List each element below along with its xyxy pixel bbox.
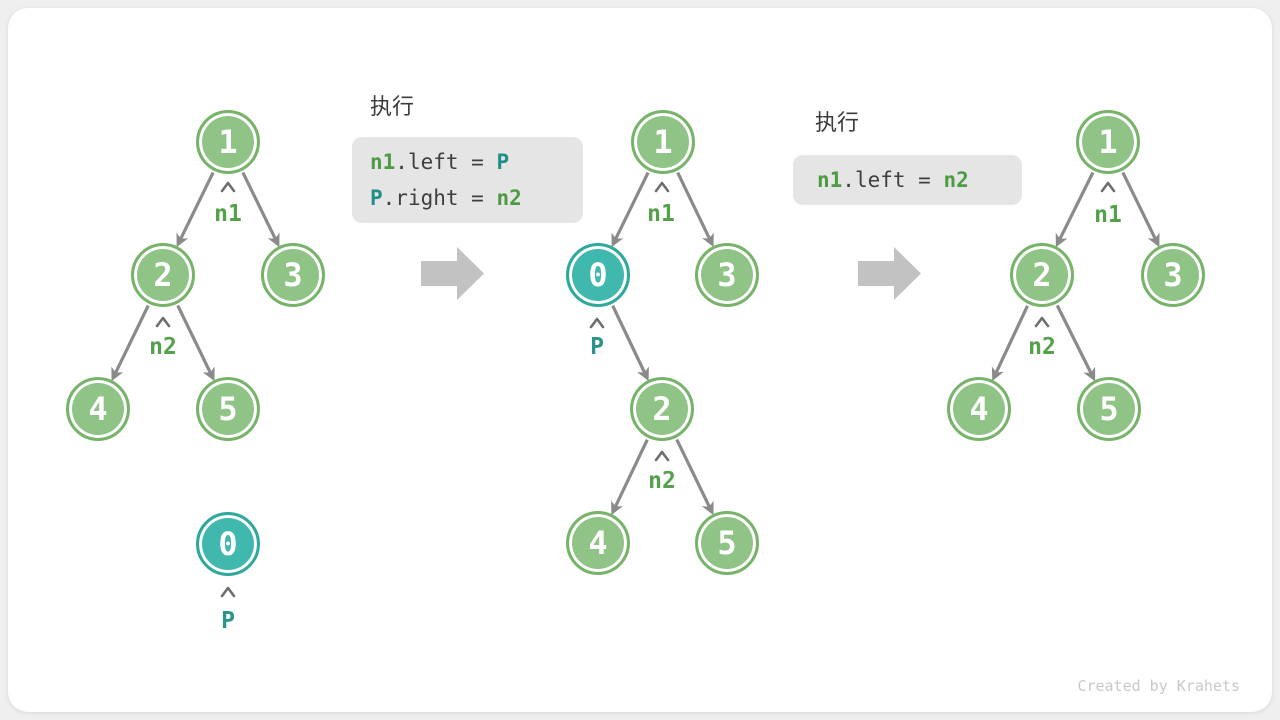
node-value: 1	[218, 123, 238, 161]
node-value: 3	[717, 256, 737, 294]
node-value: 1	[653, 123, 673, 161]
edge-0-2	[611, 305, 649, 382]
caret-up-icon	[589, 317, 605, 329]
code-block: n1.left = n2	[793, 155, 1022, 205]
pointer-label-n2: n2	[648, 468, 676, 494]
caret-up-icon	[654, 181, 670, 193]
code-token: .right =	[382, 186, 497, 210]
edge-1-3	[1121, 171, 1160, 248]
node-value: 4	[588, 524, 608, 562]
code-token: n1	[817, 168, 843, 192]
edge-2-4	[991, 305, 1029, 381]
tree-node: 4	[947, 377, 1011, 441]
code-token: .left =	[842, 168, 944, 192]
flow-arrow-icon	[858, 247, 921, 300]
caret-up-icon	[220, 181, 236, 193]
tree-node: 3	[695, 243, 759, 307]
pointer-carets	[155, 181, 1116, 598]
caret-up-icon	[1100, 181, 1116, 193]
node-value: 3	[1163, 256, 1183, 294]
flow-arrows	[421, 247, 921, 300]
caret-up-icon	[155, 316, 171, 328]
tree-node: 2	[131, 243, 195, 307]
node-value: 5	[1099, 390, 1119, 428]
caret-up-icon	[654, 450, 670, 462]
tree-node: 2	[630, 377, 694, 441]
caret-up-icon	[1034, 316, 1050, 328]
tree-node: 2	[1010, 243, 1074, 307]
code-heading: 执行	[370, 95, 415, 120]
tree-node: 1	[196, 110, 260, 174]
code-block: n1.left = P P.right = n2	[352, 137, 583, 223]
code-heading: 执行	[815, 111, 860, 136]
pointer-label-n1: n1	[214, 201, 242, 227]
node-value: 2	[153, 256, 173, 294]
pointer-label-p: P	[590, 334, 604, 360]
code-token: n1	[370, 150, 396, 174]
edge-1-2	[1055, 171, 1095, 248]
tree-node: 0	[566, 243, 630, 307]
node-value: 4	[88, 390, 108, 428]
node-value: 5	[218, 390, 238, 428]
code-token: P	[370, 186, 383, 210]
flow-arrow-icon	[421, 247, 484, 300]
tree-node: 4	[566, 511, 630, 575]
edge-1-0	[611, 171, 650, 248]
code-token: n2	[943, 168, 969, 192]
code-token: .left =	[395, 150, 497, 174]
node-value: 3	[283, 256, 303, 294]
edge-1-3	[676, 171, 714, 248]
tree-node: 4	[66, 377, 130, 441]
node-value: 5	[717, 524, 737, 562]
edge-1-2	[176, 171, 215, 248]
edge-2-5	[176, 304, 215, 382]
code-line: n1.left = P	[370, 144, 583, 180]
edge-2-4	[111, 304, 150, 382]
pointer-label-n2: n2	[149, 334, 177, 360]
node-value: 0	[218, 525, 238, 563]
node-value: 1	[1098, 123, 1118, 161]
tree-node-floating: 0	[196, 512, 260, 576]
code-line: n1.left = n2	[817, 162, 1022, 198]
tree-node: 5	[695, 511, 759, 575]
pointer-label-n1: n1	[647, 201, 675, 227]
edge-1-3	[241, 171, 280, 248]
pointer-label-p: P	[221, 608, 235, 634]
tree-node: 1	[1076, 110, 1140, 174]
tree-edges	[111, 171, 1160, 516]
node-value: 4	[969, 390, 989, 428]
pointer-label-n2: n2	[1028, 334, 1056, 360]
tree-node: 3	[261, 243, 325, 307]
code-line: P.right = n2	[370, 180, 583, 216]
tree-node: 5	[1077, 377, 1141, 441]
footer-credit: Created by Krahets	[1077, 677, 1240, 695]
caret-up-icon	[220, 586, 236, 598]
tree-node: 3	[1141, 243, 1205, 307]
edge-2-5	[1055, 304, 1096, 382]
tree-node: 1	[631, 110, 695, 174]
node-value: 0	[588, 256, 608, 294]
code-token: P	[496, 150, 510, 174]
node-value: 2	[652, 390, 672, 428]
node-value: 2	[1032, 256, 1052, 294]
tree-node: 5	[196, 377, 260, 441]
edge-2-4	[611, 439, 649, 516]
pointer-label-n1: n1	[1094, 202, 1122, 228]
code-token: n2	[496, 186, 522, 210]
edge-2-5	[675, 438, 714, 516]
